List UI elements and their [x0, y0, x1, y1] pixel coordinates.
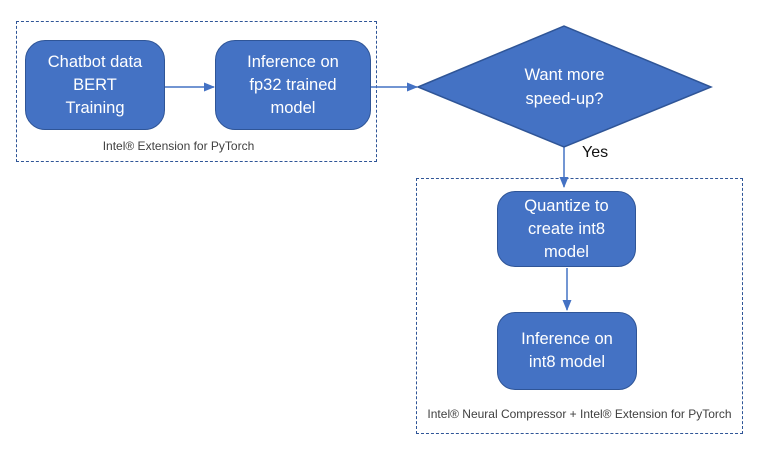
flow-box-chatbot-bert-training: Chatbot data BERT Training	[25, 40, 165, 130]
group-label-neural-compressor-extension-pytorch: Intel® Neural Compressor + Intel® Extens…	[427, 407, 732, 421]
group-int8-pipeline: Intel® Neural Compressor + Intel® Extens…	[416, 178, 743, 434]
flow-box-quantize-int8: Quantize to create int8 model	[497, 191, 636, 267]
flow-box-fp32-inference: Inference on fp32 trained model	[215, 40, 371, 130]
decision-diamond-label: Want more speed-up?	[524, 65, 605, 108]
group-label-intel-extension-pytorch: Intel® Extension for PyTorch	[102, 139, 255, 153]
yes-branch-label: Yes	[582, 144, 609, 161]
decision-diamond	[416, 25, 713, 148]
group-fp32-pipeline: Intel® Extension for PyTorch	[16, 21, 377, 162]
flow-box-int8-inference: Inference on int8 model	[497, 312, 637, 390]
